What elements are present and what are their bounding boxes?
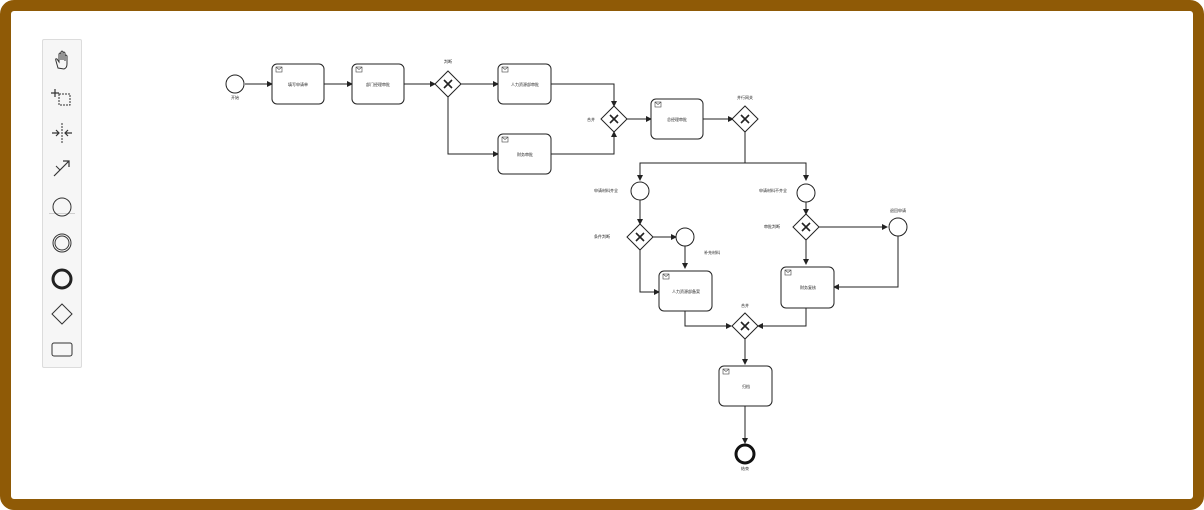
end-event-icon[interactable]: [47, 264, 77, 294]
task-6-label: 人力资源部备案: [672, 288, 700, 294]
task-8-label: 归档: [742, 383, 750, 389]
flow-task6-gateway6[interactable]: [684, 311, 732, 329]
gateway-4[interactable]: [626, 223, 654, 251]
event-left-label: 申请材料齐全: [594, 187, 618, 193]
flow-gateway3-split[interactable]: [637, 132, 746, 181]
task-3[interactable]: 人力资源部审批: [497, 63, 552, 105]
event-right[interactable]: [796, 183, 816, 203]
gateway-6-label: 合并: [741, 302, 749, 308]
event-far-right[interactable]: [888, 217, 908, 237]
flow-task4-gateway2[interactable]: [551, 131, 617, 155]
event-mid[interactable]: [675, 227, 695, 247]
task-2[interactable]: 部门经理审批: [351, 63, 405, 105]
gateway-2[interactable]: [600, 105, 628, 133]
gateway-icon[interactable]: [47, 299, 77, 329]
intermediate-event-icon[interactable]: [47, 228, 77, 258]
gateway-2-label: 合并: [587, 116, 595, 122]
gateway-5-label: 审批判断: [764, 223, 780, 229]
flow-gateway4-task6[interactable]: [639, 250, 660, 295]
gateway-1-label: 判断: [444, 58, 452, 64]
flow-task7-gateway6[interactable]: [757, 308, 807, 329]
task-6[interactable]: 人力资源部备案: [658, 270, 713, 312]
task-8[interactable]: 归档: [718, 365, 773, 407]
event-right-label: 申请材料不齐全: [759, 187, 787, 193]
task-4-label: 财务审批: [517, 151, 533, 157]
event-mid-label: 补充材料: [704, 249, 720, 255]
gateway-6[interactable]: [731, 312, 759, 340]
flow-gateway3-right[interactable]: [745, 162, 809, 181]
end-event-label: 结束: [741, 465, 749, 471]
task-1-label: 填写申请单: [288, 81, 308, 87]
hand-tool-icon[interactable]: [47, 46, 77, 76]
lasso-tool-icon[interactable]: [47, 83, 77, 113]
global-connect-tool-icon[interactable]: [47, 153, 77, 183]
task-7-label: 财务复核: [800, 284, 816, 290]
sequence-flows: [245, 81, 899, 444]
start-event[interactable]: [225, 74, 245, 94]
gateway-3[interactable]: [731, 105, 759, 133]
event-left[interactable]: [630, 181, 650, 201]
flow-gateway1-task4[interactable]: [447, 97, 499, 157]
start-event-label: 开始: [231, 94, 239, 100]
gateway-1[interactable]: [434, 70, 462, 98]
task-icon[interactable]: [47, 334, 77, 364]
space-tool-icon[interactable]: [47, 118, 77, 148]
gateway-4-label: 条件判断: [594, 233, 610, 239]
task-5[interactable]: 总经理审批: [650, 98, 704, 140]
diagram-canvas: 开始 结束 填写申请单 部门经理审批 人力资源部审批 财务审批: [225, 58, 908, 471]
task-2-label: 部门经理审批: [366, 81, 390, 87]
task-4[interactable]: 财务审批: [497, 133, 552, 175]
flow-event-far-right-task7[interactable]: [833, 236, 899, 290]
task-3-label: 人力资源部审批: [511, 81, 539, 87]
gateway-5[interactable]: [792, 213, 820, 241]
gateway-3-label: 并行网关: [737, 94, 753, 100]
event-far-right-label: 退回申请: [890, 207, 906, 213]
start-event-icon[interactable]: [47, 192, 77, 222]
palette-separator: [49, 213, 75, 214]
task-7[interactable]: 财务复核: [780, 266, 835, 309]
tool-palette: [42, 39, 82, 368]
task-5-label: 总经理审批: [667, 116, 687, 122]
end-event[interactable]: [734, 443, 756, 465]
task-1[interactable]: 填写申请单: [271, 63, 325, 105]
flow-task3-gateway2[interactable]: [551, 83, 617, 107]
